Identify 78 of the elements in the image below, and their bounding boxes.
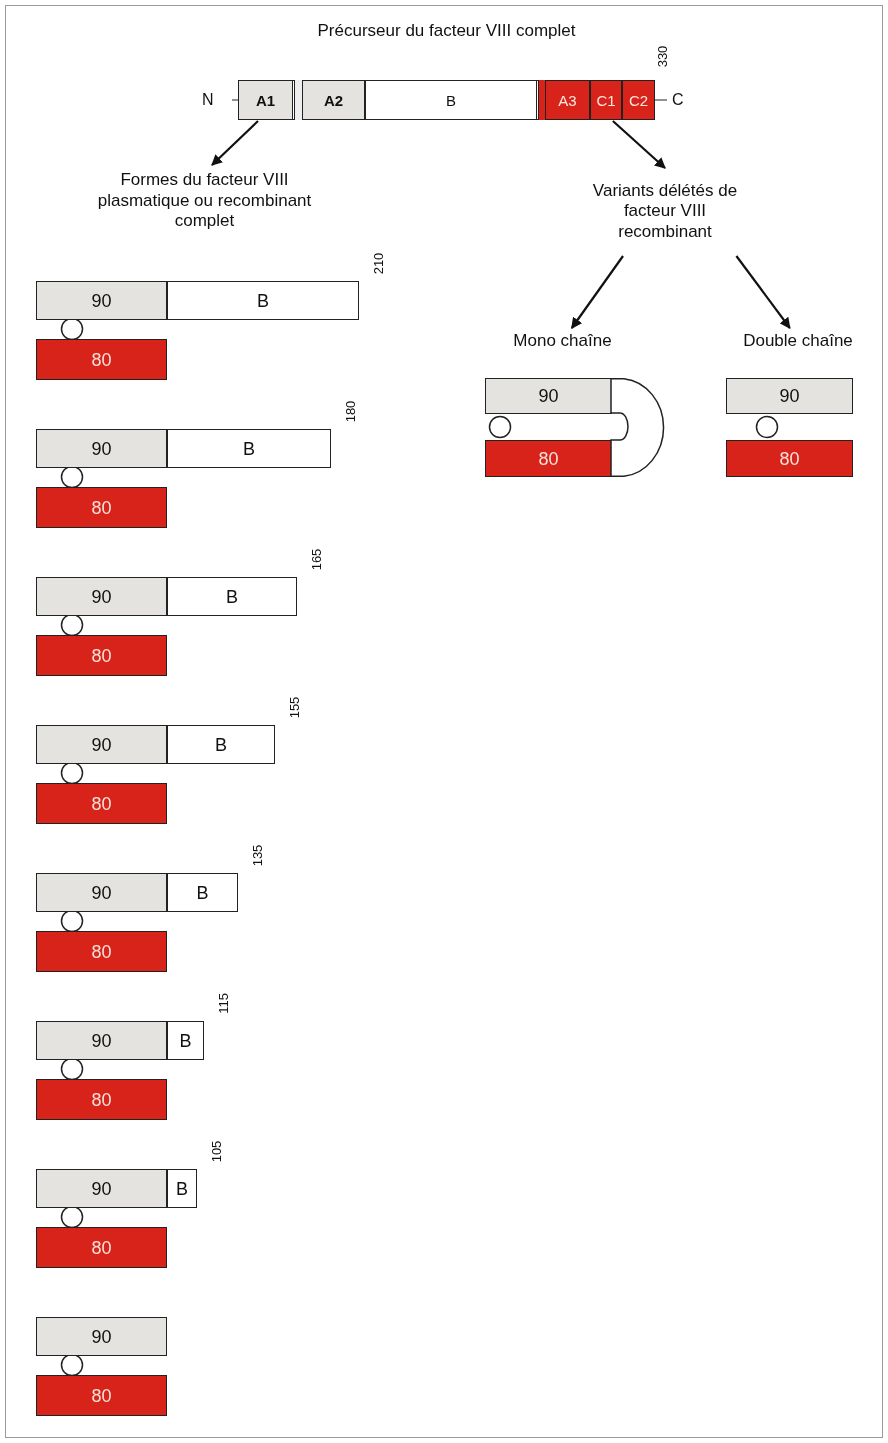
length-label: 165 [309,548,325,571]
domain-box [545,80,590,120]
domain-label: 90 [91,291,112,310]
domain-label: C1 [596,92,616,108]
heavy-chain-box [36,873,167,912]
domain-label: 80 [538,449,559,468]
caption-text: Mono chaîne [485,328,640,354]
domain-label: B [196,883,209,902]
heavy-chain-box [36,1317,167,1356]
domain-label: 80 [91,942,112,961]
domain-box [622,80,655,120]
heavy-chain-box [36,577,167,616]
domain-label: 80 [91,1238,112,1257]
light-chain-box [485,440,612,477]
length-label: 115 [215,993,231,1014]
caption-text: Formes du facteur VIII plasmatique ou recombinant complet [97,165,312,237]
length-label: 105 [209,1140,225,1163]
domain-label: B [243,439,255,458]
heavy-chain-box [36,429,167,468]
length-label: 155 [287,696,303,719]
heavy-chain-box [36,1021,167,1060]
length-label: 210 [371,252,387,275]
heading-text: Précurseur du facteur VIII complet [316,21,577,41]
domain-label: C2 [628,92,649,108]
domain-label: B [446,92,456,108]
heavy-chain-box [36,725,167,764]
domain-label: 80 [91,1090,112,1109]
terminus-label: C [672,91,684,109]
light-chain-box [36,783,167,824]
domain-label: 80 [779,449,800,468]
domain-box [302,80,365,120]
arrow [570,255,624,329]
light-chain-box [36,487,167,528]
domain-label: 80 [91,350,112,369]
light-chain-box [36,1227,167,1268]
heavy-chain-box [485,378,612,414]
domain-label: 80 [91,498,112,517]
light-chain-box [36,635,167,676]
domain-label: B [179,1031,192,1050]
domain-label: 90 [91,439,112,458]
domain-label: 80 [91,646,112,665]
domain-label: B [176,1179,188,1198]
domain-label: A1 [255,92,276,108]
light-chain-box [36,931,167,972]
domain-label: 90 [91,1179,112,1198]
domain-label: 90 [91,883,112,902]
domain-label: 80 [91,794,112,813]
length-label: 330 [655,45,671,68]
domain-label: 90 [779,387,800,405]
light-chain-box [36,1079,167,1120]
heavy-chain-box [36,281,167,320]
light-chain-box [36,339,167,380]
light-chain-box [36,1375,167,1416]
caption-text: Variants délétés de facteur VIII recombinant [580,168,750,255]
domain-label: B [257,291,269,310]
domain-box [365,80,537,120]
heavy-chain-box [726,378,853,414]
arrow [211,120,259,166]
domain-label: A2 [323,92,344,108]
domain-label: 90 [91,735,112,754]
domain-label: 90 [538,387,559,405]
domain-label: 90 [91,1327,112,1346]
arrow [735,255,791,329]
heavy-chain-box [36,1169,167,1208]
length-label: 180 [343,400,359,423]
domain-label: 90 [91,587,112,606]
domain-label: 80 [91,1386,112,1405]
terminus-label: N [202,91,214,109]
length-label: 135 [250,844,266,867]
domain-label: A3 [558,92,577,108]
domain-box [238,80,293,120]
domain-label: 90 [91,1031,112,1050]
arrow [612,120,666,169]
domain-label: B [215,735,227,754]
light-chain-box [726,440,853,477]
caption-text: Double chaîne [716,328,880,354]
domain-label: B [226,587,238,606]
domain-box [590,80,622,120]
